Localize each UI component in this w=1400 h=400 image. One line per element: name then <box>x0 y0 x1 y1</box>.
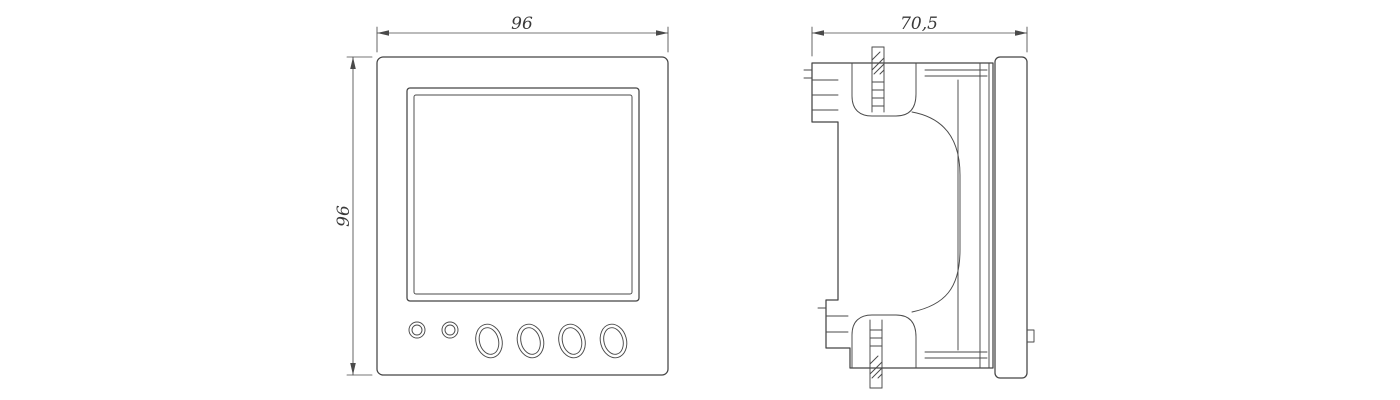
oval-button-2-outer <box>516 323 545 359</box>
oval-button-2-inner <box>520 327 541 355</box>
oval-button-4-outer <box>599 323 628 359</box>
hatch-line <box>879 69 885 75</box>
front-width-label: 96 <box>511 14 533 34</box>
oval-button-4 <box>599 323 628 359</box>
side-view <box>803 46 1035 389</box>
bottom-clamp-bracket <box>851 314 917 369</box>
front-width-dimension: 96 <box>376 14 669 53</box>
screen-bezel-inner <box>413 94 633 295</box>
screen-bezel-outer <box>406 87 640 302</box>
arrowhead-left <box>812 30 824 36</box>
oval-button-3 <box>558 323 586 359</box>
oval-button-3-inner <box>561 327 583 355</box>
hatch-line <box>869 361 883 375</box>
round-button-1-outer <box>408 321 426 339</box>
oval-button-1-outer <box>475 323 503 359</box>
hatch-line <box>871 57 885 71</box>
front-view <box>376 56 669 376</box>
arrowhead-bottom <box>350 363 356 375</box>
hatch-line <box>873 63 885 75</box>
round-button-2-inner <box>444 324 456 336</box>
hatch-line <box>871 51 881 61</box>
hatch-line <box>877 373 883 379</box>
bezel-clip-tab <box>1026 329 1035 343</box>
round-button-1-inner <box>411 324 423 336</box>
oval-button-4-inner <box>603 327 624 355</box>
bezel-profile <box>994 56 1028 379</box>
side-depth-label: 70,5 <box>900 14 938 34</box>
oval-button-2 <box>516 323 545 359</box>
hatch-line <box>871 367 883 379</box>
oval-button-1-inner <box>478 327 500 355</box>
top-clamp-bracket <box>851 62 917 117</box>
arrowhead-right <box>656 30 668 36</box>
front-height-label: 96 <box>334 205 354 227</box>
side-depth-dimension: 70,5 <box>811 14 1028 57</box>
oval-button-3-outer <box>558 323 586 359</box>
front-height-dimension: 96 <box>334 56 373 376</box>
arrowhead-left <box>377 30 389 36</box>
oval-button-1 <box>475 323 503 359</box>
arrowhead-top <box>350 57 356 69</box>
hatch-line <box>869 355 879 365</box>
front-panel-outline <box>376 56 669 376</box>
arrowhead-right <box>1015 30 1027 36</box>
case-outline <box>811 62 994 369</box>
inner-molding-curve <box>911 111 961 313</box>
round-button-2-outer <box>441 321 459 339</box>
